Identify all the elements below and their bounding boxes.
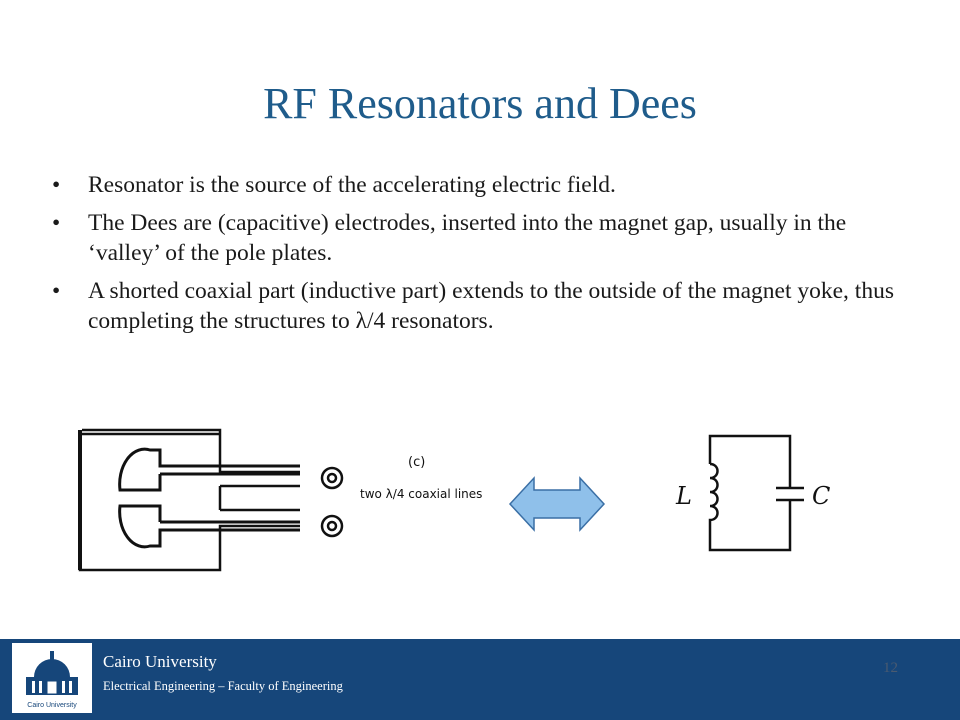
double-arrow-icon — [508, 476, 606, 532]
slide-title: RF Resonators and Dees — [263, 79, 697, 128]
coax-caption: two λ/4 coaxial lines — [360, 487, 482, 501]
coaxial-lines-icon — [320, 466, 344, 538]
bullet-text: A shorted coaxial part (inductive part) … — [88, 278, 894, 334]
bullet-text: The Dees are (capacitive) electrodes, in… — [88, 210, 847, 266]
bullet-item: • Resonator is the source of the acceler… — [52, 170, 902, 200]
page-number: 12 — [883, 660, 898, 676]
resonator-figure: (c) two λ/4 coaxial lines L C — [78, 428, 830, 572]
bullet-item: • The Dees are (capacitive) electrodes, … — [52, 208, 902, 268]
bullet-marker: • — [52, 172, 61, 198]
lc-circuit-diagram — [708, 434, 804, 552]
university-name: Cairo University — [103, 652, 217, 671]
footer-bar — [0, 639, 960, 720]
inductor-label: L — [675, 482, 692, 510]
bullet-list: • Resonator is the source of the acceler… — [52, 170, 902, 344]
capacitor-label: C — [812, 482, 830, 510]
bullet-text: Resonator is the source of the accelerat… — [88, 172, 616, 198]
dee-structure-drawing — [78, 428, 300, 572]
figure-label-c: (c) — [408, 455, 425, 470]
bullet-item: • A shorted coaxial part (inductive part… — [52, 276, 902, 336]
bullet-marker: • — [52, 278, 61, 304]
bullet-marker: • — [52, 210, 61, 236]
logo-caption: Cairo University — [27, 702, 77, 709]
dome-building-icon: Cairo University — [12, 643, 92, 713]
department-name: Electrical Engineering – Faculty of Engi… — [103, 679, 343, 693]
